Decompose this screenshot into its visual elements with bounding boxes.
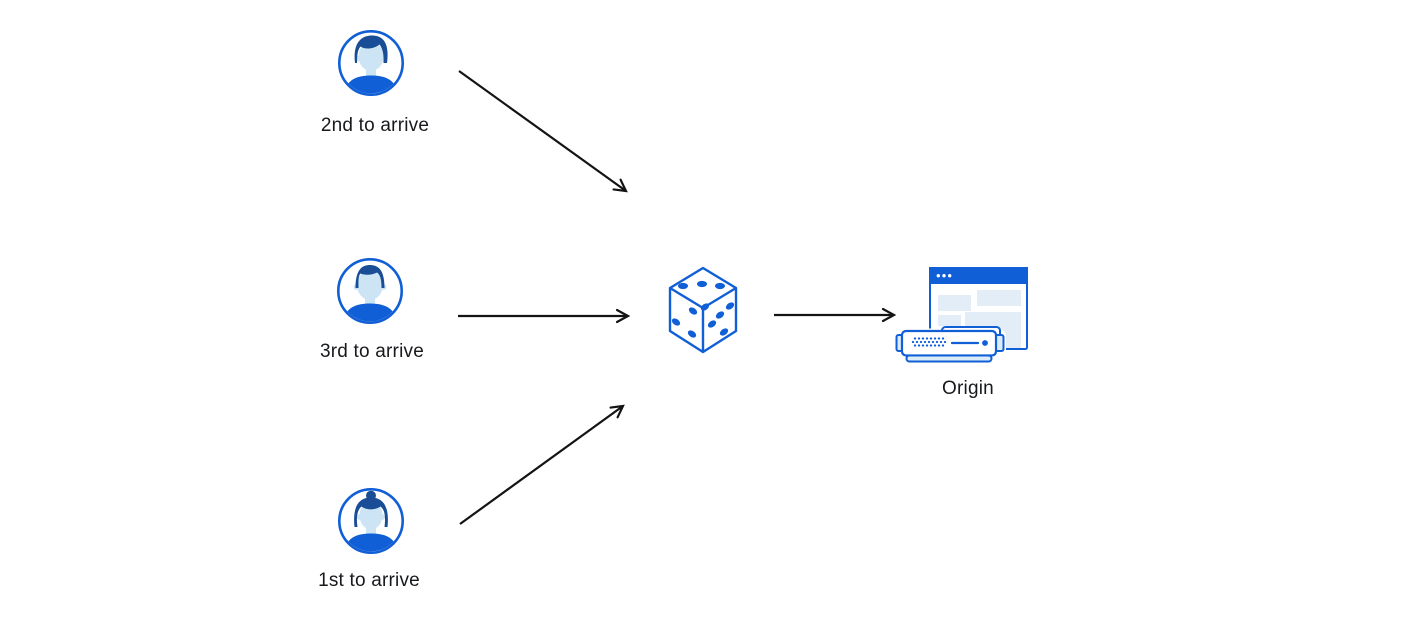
avatar-hair — [354, 497, 388, 527]
dice-icon — [668, 266, 738, 354]
avatar-face — [358, 42, 384, 71]
server-base — [905, 354, 993, 363]
origin-server-browser-icon — [894, 267, 1028, 363]
dice-pips — [671, 280, 735, 338]
user-middle-label: 3rd to arrive — [320, 341, 424, 362]
female-user-avatar-icon — [337, 487, 405, 555]
user-bottom-label: 1st to arrive — [318, 570, 420, 591]
browser-titlebar — [929, 267, 1028, 284]
server-body — [900, 329, 998, 357]
avatar-face — [357, 270, 383, 300]
arrow-user-bottom-to-dice — [459, 404, 625, 525]
origin-label: Origin — [942, 378, 994, 399]
user-top-label: 2nd to arrive — [320, 115, 430, 136]
avatar-face — [359, 501, 383, 530]
server-indicator-dot — [982, 340, 988, 346]
avatar-hair — [355, 265, 385, 288]
server-vent-dots — [911, 337, 947, 347]
avatar-hair — [354, 35, 388, 63]
browser-titlebar-dots-icon — [936, 274, 952, 278]
male-user-avatar-icon — [336, 257, 404, 325]
male-user-avatar-icon — [337, 29, 405, 97]
